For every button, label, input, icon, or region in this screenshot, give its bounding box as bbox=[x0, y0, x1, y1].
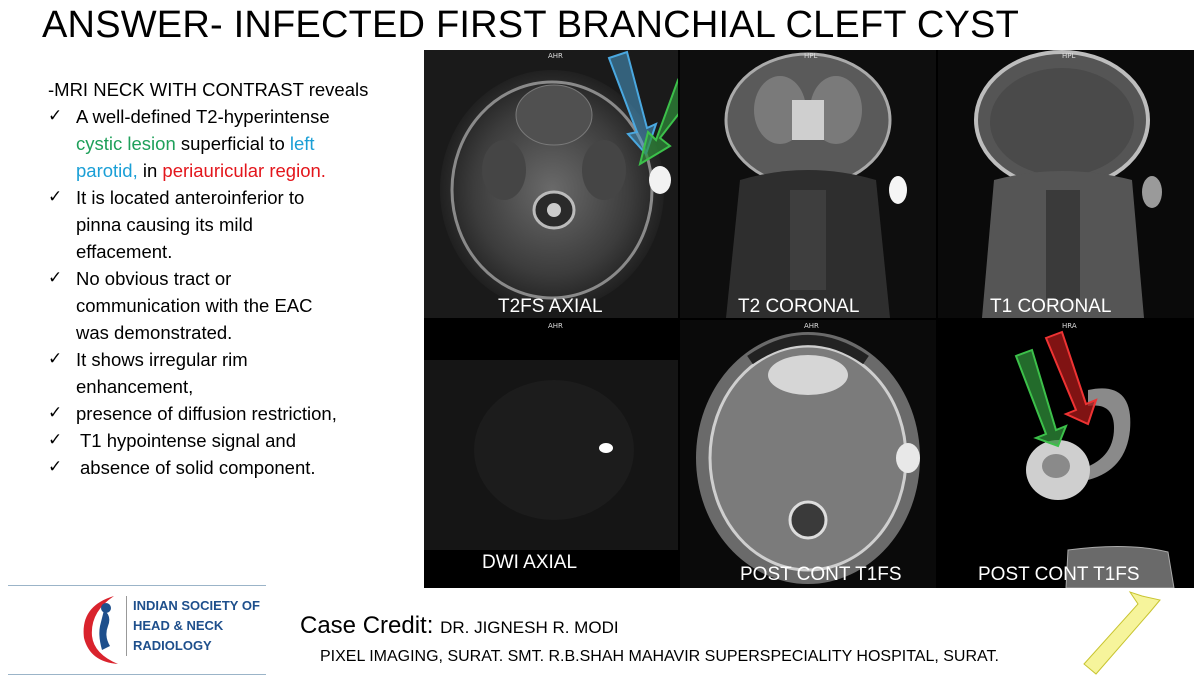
finding-text: A well-defined T2-hyperintense bbox=[76, 106, 330, 127]
mri-panel-t2-coronal: HPL T2 CORONAL bbox=[680, 50, 936, 318]
case-credit: Case Credit: DR. JIGNESH R. MODI bbox=[300, 612, 619, 640]
findings-intro: -MRI NECK WITH CONTRAST reveals bbox=[48, 79, 369, 100]
finding-item: ✓ It shows irregular rim enhancement, bbox=[48, 346, 408, 400]
orientation-marker: AHR bbox=[548, 322, 563, 330]
finding-text: No obvious tract or bbox=[76, 268, 232, 289]
finding-text: presence of diffusion restriction, bbox=[76, 403, 337, 424]
checkmark-icon: ✓ bbox=[48, 268, 63, 288]
credit-institution: PIXEL IMAGING, SURAT. SMT. R.B.SHAH MAHA… bbox=[320, 648, 999, 665]
mri-image-grid: AHR T2FS AXIAL HPL T2 CORONAL bbox=[424, 50, 1194, 588]
finding-highlight-green: cystic lesion bbox=[76, 133, 176, 154]
slide-title: ANSWER- INFECTED FIRST BRANCHIAL CLEFT C… bbox=[42, 4, 1020, 46]
finding-text: pinna causing its mild bbox=[76, 214, 253, 235]
finding-text: It is located anteroinferior to bbox=[76, 187, 305, 208]
finding-text: It shows irregular rim bbox=[76, 349, 248, 370]
credit-name: DR. JIGNESH R. MODI bbox=[440, 618, 619, 637]
checkmark-icon: ✓ bbox=[48, 106, 63, 126]
logo-line: INDIAN SOCIETY OF bbox=[133, 598, 260, 613]
panel-label: POST CONT T1FS bbox=[740, 564, 902, 585]
finding-text: was demonstrated. bbox=[76, 322, 233, 343]
finding-text: superficial to bbox=[175, 133, 290, 154]
finding-item: ✓ No obvious tract or communication with… bbox=[48, 265, 408, 346]
panel-label: DWI AXIAL bbox=[482, 552, 578, 573]
orientation-marker: HPL bbox=[1062, 52, 1076, 60]
checkmark-icon: ✓ bbox=[48, 349, 63, 369]
mri-dwi-axial-image bbox=[424, 360, 678, 550]
checkmark-icon: ✓ bbox=[48, 403, 63, 423]
credit-label: Case Credit: bbox=[300, 612, 434, 639]
finding-text: absence of solid component. bbox=[80, 457, 316, 478]
finding-highlight-cyan: parotid, bbox=[76, 160, 138, 181]
mri-t1-coronal-image bbox=[974, 50, 1162, 318]
mri-panel-post-cont-ear: HRA POST CONT T1FS bbox=[938, 320, 1194, 588]
orientation-marker: AHR bbox=[548, 52, 563, 60]
orientation-marker: AHR bbox=[804, 322, 819, 330]
finding-highlight-cyan: left bbox=[289, 133, 315, 154]
checkmark-icon: ✓ bbox=[48, 187, 63, 207]
mri-panel-t2fs-axial: AHR T2FS AXIAL bbox=[424, 50, 678, 318]
finding-highlight-red: periauricular region. bbox=[162, 160, 326, 181]
finding-item: ✓ A well-defined T2-hyperintense cystic … bbox=[48, 103, 408, 184]
mri-t2-coronal-image bbox=[724, 52, 907, 318]
finding-item: ✓ T1 hypointense signal and bbox=[48, 427, 408, 454]
finding-text: enhancement, bbox=[76, 376, 194, 397]
mri-t2fs-axial-image bbox=[440, 70, 671, 310]
mri-post-cont-axial-image bbox=[696, 332, 920, 584]
yellow-arrow-icon bbox=[1083, 591, 1161, 675]
finding-text: in bbox=[137, 160, 163, 181]
logo-emblem-icon bbox=[83, 596, 118, 664]
checkmark-icon: ✓ bbox=[48, 430, 63, 450]
panel-label: T1 CORONAL bbox=[990, 296, 1112, 317]
mri-post-cont-ear-image bbox=[1026, 388, 1175, 588]
society-logo: INDIAN SOCIETY OF HEAD & NECK RADIOLOGY bbox=[8, 585, 266, 675]
findings-list: -MRI NECK WITH CONTRAST reveals ✓ A well… bbox=[48, 76, 408, 481]
orientation-marker: HPL bbox=[804, 52, 818, 60]
red-arrow-icon bbox=[1044, 330, 1098, 426]
green-arrow-icon bbox=[1014, 348, 1068, 448]
finding-item: ✓ absence of solid component. bbox=[48, 454, 408, 481]
finding-text: T1 hypointense signal and bbox=[80, 430, 296, 451]
panel-label: POST CONT T1FS bbox=[978, 564, 1140, 585]
finding-text: effacement. bbox=[76, 241, 173, 262]
mri-panel-dwi-axial: AHR DWI AXIAL bbox=[424, 320, 678, 588]
finding-item: ✓ presence of diffusion restriction, bbox=[48, 400, 408, 427]
logo-text: INDIAN SOCIETY OF HEAD & NECK RADIOLOGY bbox=[126, 596, 260, 656]
green-arrow-icon bbox=[638, 78, 678, 167]
panel-label: T2 CORONAL bbox=[738, 296, 860, 317]
orientation-marker: HRA bbox=[1062, 322, 1077, 330]
mri-panel-t1-coronal: HPL T1 CORONAL bbox=[938, 50, 1194, 318]
logo-line: HEAD & NECK bbox=[133, 618, 224, 633]
checkmark-icon: ✓ bbox=[48, 457, 63, 477]
logo-line: RADIOLOGY bbox=[133, 638, 212, 653]
finding-item: ✓ It is located anteroinferior to pinna … bbox=[48, 184, 408, 265]
panel-label: T2FS AXIAL bbox=[498, 296, 603, 317]
finding-text: communication with the EAC bbox=[76, 295, 313, 316]
mri-panel-post-cont-axial: AHR POST CONT T1FS bbox=[680, 320, 936, 588]
